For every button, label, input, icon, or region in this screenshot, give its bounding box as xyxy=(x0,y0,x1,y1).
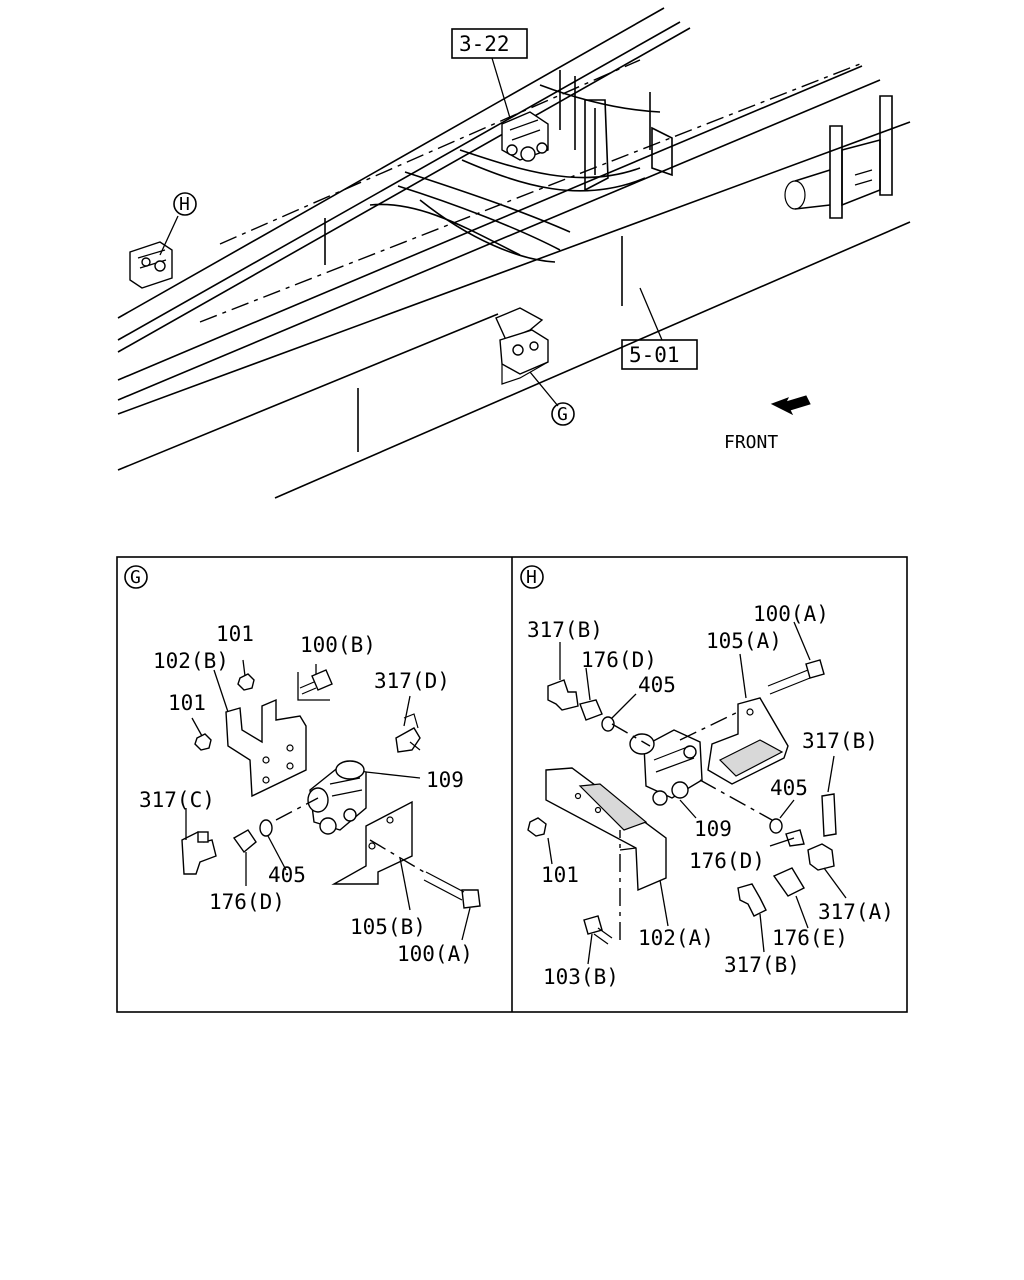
label-101-left: 101 xyxy=(168,691,206,715)
front-label: FRONT xyxy=(724,432,778,453)
front-arrow-icon xyxy=(770,395,811,416)
label-105a: 105(A) xyxy=(706,629,782,653)
label-176d-mid: 176(D) xyxy=(689,849,765,873)
valve-assembly-3-22 xyxy=(491,57,549,162)
elbow-317b-top xyxy=(547,679,579,711)
front-direction-indicator: FRONT xyxy=(724,395,811,453)
nut-101-left xyxy=(194,733,212,751)
callout-g-letter: G xyxy=(557,404,568,425)
ref-box-5-01[interactable]: 5-01 xyxy=(621,339,698,370)
label-101-h: 101 xyxy=(541,863,579,887)
label-176d-top: 176(D) xyxy=(581,648,657,672)
panel-g: G xyxy=(124,565,481,966)
bracket-102b xyxy=(225,698,307,798)
label-101-top: 101 xyxy=(216,622,254,646)
callout-h-letter: H xyxy=(179,194,190,215)
washer-405-g xyxy=(259,819,273,837)
ref-label-5-01: 5-01 xyxy=(629,343,680,367)
callout-h[interactable]: H xyxy=(173,192,197,216)
label-100a-h: 100(A) xyxy=(753,602,829,626)
label-105b: 105(B) xyxy=(350,915,426,939)
bracket-assembly-g xyxy=(495,307,559,407)
nut-101-h xyxy=(527,817,547,837)
bolt-100b xyxy=(311,669,333,691)
bolt-100a-h xyxy=(805,659,825,679)
label-405-g: 405 xyxy=(268,863,306,887)
bracket-102a xyxy=(545,767,667,892)
fitting-176d-g xyxy=(232,829,257,854)
bolt-103b xyxy=(583,915,603,935)
washer-405-right xyxy=(769,818,783,834)
label-109-g: 109 xyxy=(426,768,464,792)
label-109-h: 109 xyxy=(694,817,732,841)
label-317c: 317(C) xyxy=(139,788,215,812)
bolt-100a-g xyxy=(461,889,481,909)
fitting-317a xyxy=(807,843,835,871)
fitting-176d-top xyxy=(579,699,603,721)
label-317a: 317(A) xyxy=(818,900,894,924)
panel-h-letter: H xyxy=(526,567,537,588)
ref-label-3-22: 3-22 xyxy=(459,32,510,56)
washer-405-top xyxy=(601,716,615,732)
fitting-176e xyxy=(772,867,805,897)
label-100b: 100(B) xyxy=(300,633,376,657)
label-317d: 317(D) xyxy=(374,669,450,693)
ref-box-3-22[interactable]: 3-22 xyxy=(451,28,528,59)
fitting-317d xyxy=(395,727,421,753)
bracket-assembly-h xyxy=(129,215,179,289)
panel-g-callout: G xyxy=(124,565,148,589)
elbow-317b-bottom xyxy=(737,883,767,917)
bracket-105a xyxy=(707,697,789,785)
fitting-176d-mid xyxy=(785,829,805,847)
valve-109-h xyxy=(629,729,703,806)
label-102b: 102(B) xyxy=(153,649,229,673)
label-317b-top: 317(B) xyxy=(527,618,603,642)
label-405-top: 405 xyxy=(638,673,676,697)
valve-109 xyxy=(307,760,367,835)
chassis-frame-overview xyxy=(117,7,911,499)
fitting-317b-right xyxy=(821,793,837,837)
label-317b-bottom: 317(B) xyxy=(724,953,800,977)
label-103b: 103(B) xyxy=(543,965,619,989)
label-102a: 102(A) xyxy=(638,926,714,950)
nut-101-top xyxy=(237,673,255,691)
label-176d-g: 176(D) xyxy=(209,890,285,914)
label-100a-g: 100(A) xyxy=(397,942,473,966)
label-317b-right: 317(B) xyxy=(802,729,878,753)
panel-h-callout: H xyxy=(520,565,544,589)
panel-h: H xyxy=(520,565,894,989)
label-176e: 176(E) xyxy=(772,926,848,950)
label-405-right: 405 xyxy=(770,776,808,800)
callout-g[interactable]: G xyxy=(551,402,575,426)
leader-5-01 xyxy=(639,287,663,341)
panel-g-letter: G xyxy=(130,567,141,588)
